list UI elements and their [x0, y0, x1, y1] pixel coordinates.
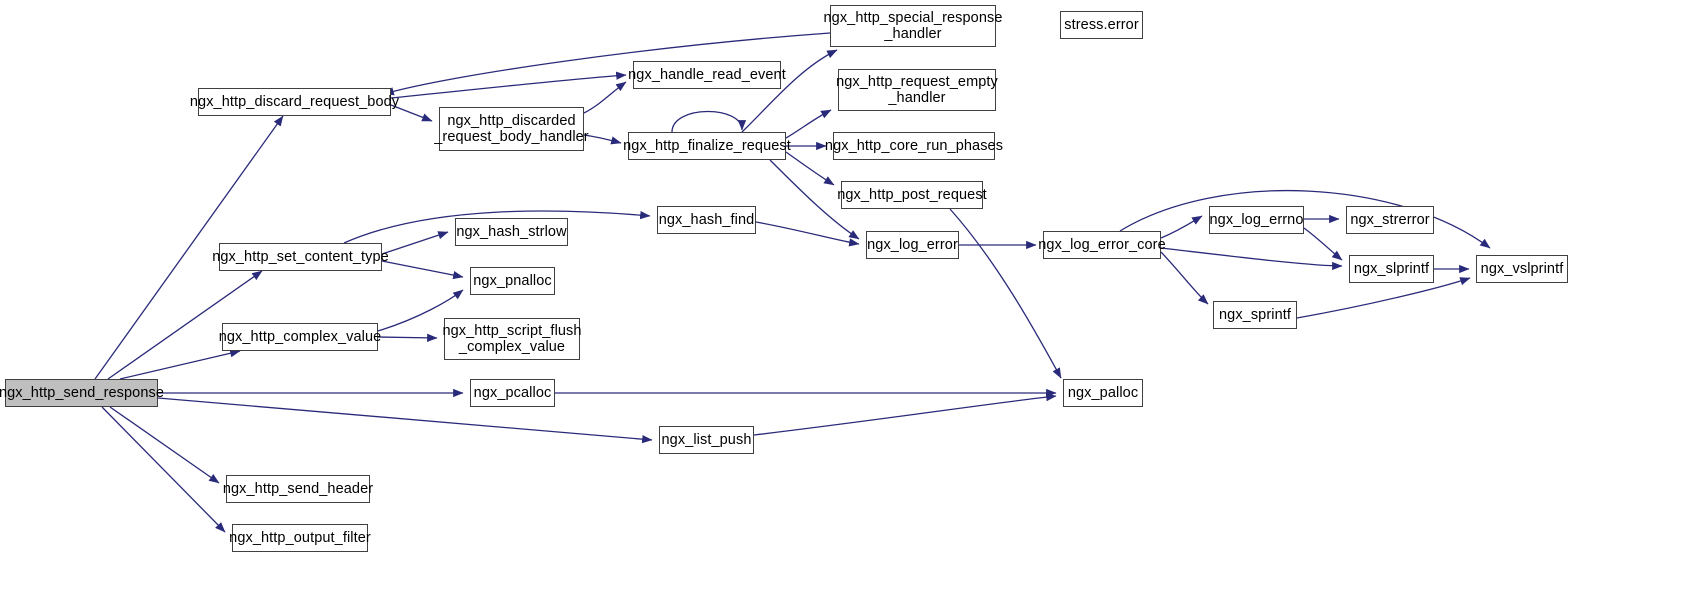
graph-node-discarded_handler[interactable]: ngx_http_discarded _request_body_handler: [434, 107, 589, 151]
graph-edge-log_error_core-to-log_errno: [1160, 215, 1203, 239]
graph-node-finalize_request[interactable]: ngx_http_finalize_request: [623, 132, 791, 160]
graph-node-label: ngx_log_error_core: [1038, 236, 1166, 253]
graph-edge-discarded_handler-to-handle_read_event: [583, 81, 627, 114]
graph-node-label: ngx_pcalloc: [473, 384, 552, 401]
graph-node-label: ngx_vslprintf: [1480, 260, 1564, 277]
graph-node-sprintf[interactable]: ngx_sprintf: [1213, 301, 1297, 329]
graph-node-label: ngx_http_output_filter: [229, 529, 371, 546]
graph-edge-sprintf-to-vslprintf: [1296, 277, 1471, 319]
graph-node-label: ngx_http_send_header: [222, 480, 374, 497]
graph-node-log_error_core[interactable]: ngx_log_error_core: [1038, 231, 1166, 259]
graph-node-pcalloc[interactable]: ngx_pcalloc: [470, 379, 555, 407]
graph-node-label: ngx_http_script_flush _complex_value: [442, 322, 582, 355]
graph-node-label: ngx_log_error: [867, 236, 958, 253]
graph-edge-log_error_core-to-slprintf: [1160, 247, 1343, 271]
graph-node-label: ngx_http_post_request: [837, 186, 987, 203]
graph-node-label: ngx_http_request_empty _handler: [836, 73, 998, 106]
graph-node-label: ngx_log_errno: [1209, 211, 1304, 228]
graph-node-label: ngx_http_discard_request_body: [189, 93, 400, 110]
graph-edge-send_response-to-complex_value: [119, 349, 241, 380]
graph-node-stress_error[interactable]: stress.error: [1060, 11, 1143, 39]
graph-node-label: ngx_http_set_content_type: [212, 248, 389, 265]
graph-node-script_flush_complex[interactable]: ngx_http_script_flush _complex_value: [442, 318, 581, 360]
graph-edge-send_response-to-list_push: [157, 397, 653, 444]
graph-node-post_request[interactable]: ngx_http_post_request: [837, 181, 987, 209]
graph-node-complex_value[interactable]: ngx_http_complex_value: [219, 323, 381, 351]
graph-edge-finalize_request-to-post_request: [785, 151, 835, 186]
graph-edge-complex_value-to-script_flush_complex: [377, 333, 438, 342]
graph-node-hash_strlow[interactable]: ngx_hash_strlow: [455, 218, 568, 246]
graph-node-label: ngx_sprintf: [1218, 306, 1292, 323]
graph-node-label: ngx_list_push: [661, 431, 752, 448]
graph-node-label: ngx_hash_strlow: [456, 223, 567, 240]
graph-edge-hash_find-to-log_error: [755, 221, 860, 247]
graph-edge-log_errno-to-slprintf: [1303, 227, 1343, 261]
graph-node-label: stress.error: [1064, 16, 1139, 33]
graph-node-label: ngx_palloc: [1067, 384, 1139, 401]
graph-node-log_errno[interactable]: ngx_log_errno: [1209, 206, 1304, 234]
graph-node-handle_read_event[interactable]: ngx_handle_read_event: [628, 61, 786, 89]
graph-edge-set_content_type-to-pnalloc: [381, 260, 464, 280]
graph-node-label: ngx_slprintf: [1353, 260, 1430, 277]
graph-edge-list_push-to-palloc: [753, 392, 1057, 436]
graph-node-label: ngx_strerror: [1350, 211, 1430, 228]
graph-node-special_response_handler[interactable]: ngx_http_special_response _handler: [823, 5, 1002, 47]
graph-node-label: ngx_hash_find: [658, 211, 755, 228]
graph-edge-send_response-to-send_header: [109, 406, 220, 484]
graph-node-hash_find[interactable]: ngx_hash_find: [657, 206, 756, 234]
graph-node-label: ngx_http_discarded _request_body_handler: [434, 112, 589, 145]
graph-node-log_error[interactable]: ngx_log_error: [866, 231, 959, 259]
graph-node-strerror[interactable]: ngx_strerror: [1346, 206, 1434, 234]
graph-node-label: ngx_http_special_response _handler: [823, 9, 1003, 42]
graph-node-pnalloc[interactable]: ngx_pnalloc: [470, 267, 555, 295]
graph-node-slprintf[interactable]: ngx_slprintf: [1349, 255, 1434, 283]
graph-node-list_push[interactable]: ngx_list_push: [659, 426, 754, 454]
graph-node-request_empty_handler[interactable]: ngx_http_request_empty _handler: [836, 69, 998, 111]
graph-node-palloc[interactable]: ngx_palloc: [1063, 379, 1143, 407]
graph-node-core_run_phases[interactable]: ngx_http_core_run_phases: [825, 132, 1003, 160]
graph-node-label: ngx_http_send_response: [0, 384, 165, 401]
graph-node-send_response[interactable]: ngx_http_send_response: [0, 379, 164, 407]
graph-edge-send_response-to-output_filter: [101, 406, 226, 533]
graph-node-vslprintf[interactable]: ngx_vslprintf: [1476, 255, 1568, 283]
graph-node-set_content_type[interactable]: ngx_http_set_content_type: [212, 243, 389, 271]
graph-node-send_header[interactable]: ngx_http_send_header: [223, 475, 373, 503]
graph-edge-finalize_request-to-request_empty_handler: [785, 109, 832, 139]
graph-node-discard_request_body[interactable]: ngx_http_discard_request_body: [190, 88, 399, 116]
graph-edge-log_error_core-to-sprintf: [1160, 251, 1209, 305]
graph-node-output_filter[interactable]: ngx_http_output_filter: [229, 524, 371, 552]
graph-node-label: ngx_http_finalize_request: [623, 137, 791, 154]
graph-node-label: ngx_http_complex_value: [218, 328, 382, 345]
graph-edge-finalize_request-to-finalize_request: [671, 110, 747, 133]
graph-node-label: ngx_http_core_run_phases: [824, 137, 1004, 154]
graph-node-label: ngx_handle_read_event: [628, 66, 786, 83]
graph-node-label: ngx_pnalloc: [473, 272, 552, 289]
graph-edge-discard_request_body-to-handle_read_event: [390, 71, 627, 99]
